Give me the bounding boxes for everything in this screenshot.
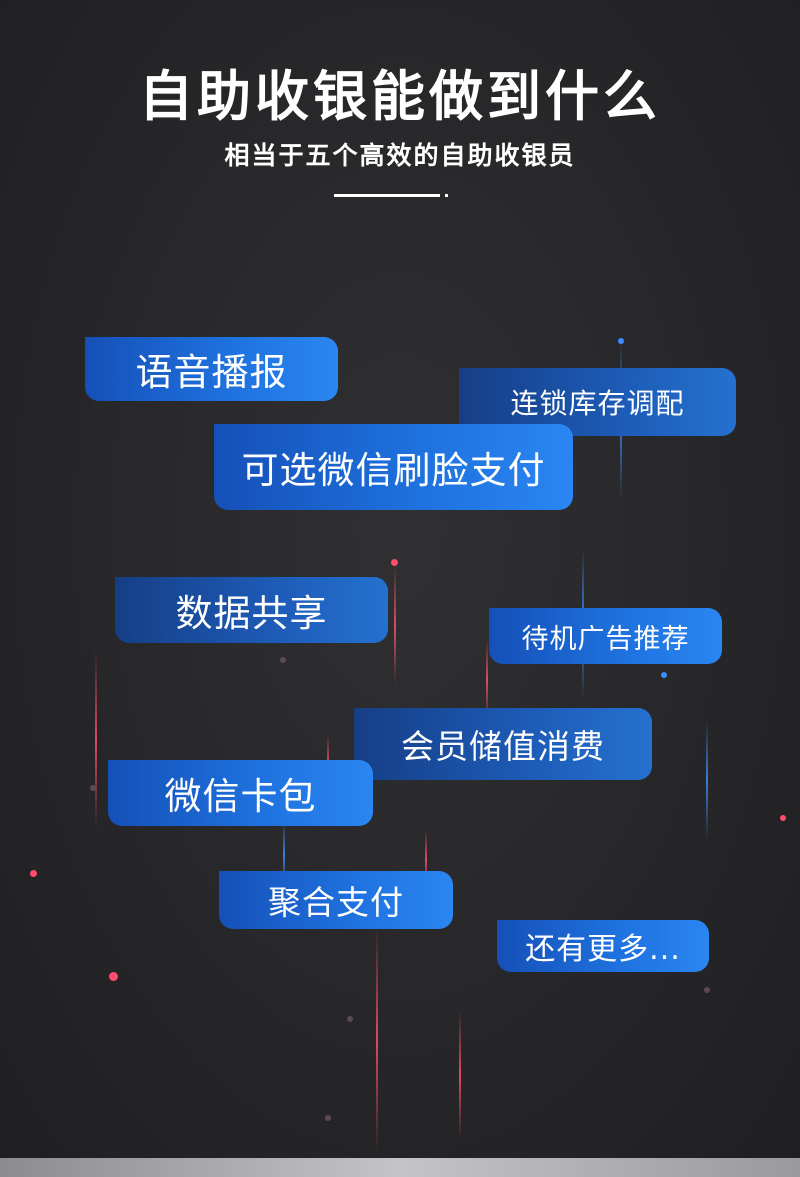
glow-dot <box>325 1115 331 1121</box>
title-divider-dot <box>445 194 448 197</box>
page-subtitle: 相当于五个高效的自助收银员 <box>224 141 576 170</box>
feature-standby-ads: 待机广告推荐 <box>489 608 722 664</box>
title-divider <box>334 194 440 197</box>
light-streak <box>95 650 97 830</box>
glow-dot <box>90 785 96 791</box>
feature-chain-inventory: 连锁库存调配 <box>459 368 736 436</box>
glow-dot <box>30 870 37 877</box>
light-streak <box>283 820 285 890</box>
glow-dot <box>280 657 286 663</box>
feature-wechat-card: 微信卡包 <box>108 760 373 826</box>
light-streak <box>425 830 427 890</box>
light-streak <box>486 640 488 720</box>
glow-dot <box>661 672 667 678</box>
feature-wechat-face-pay: 可选微信刷脸支付 <box>214 424 573 510</box>
feature-aggregate-payment: 聚合支付 <box>219 871 453 929</box>
glow-dot <box>109 972 118 981</box>
feature-data-sharing: 数据共享 <box>115 577 388 643</box>
light-streak <box>376 925 378 1155</box>
glow-dot <box>780 815 786 821</box>
light-streak <box>706 720 708 840</box>
glow-dot <box>704 987 710 993</box>
glow-dot <box>391 559 398 566</box>
light-streak <box>459 1010 461 1140</box>
feature-member-stored-value: 会员储值消费 <box>354 708 652 780</box>
light-streak <box>394 565 396 685</box>
page-title: 自助收银能做到什么 <box>139 65 661 128</box>
glow-dot <box>618 338 624 344</box>
feature-voice-broadcast: 语音播报 <box>85 337 338 401</box>
feature-more: 还有更多... <box>497 920 709 972</box>
bottom-band <box>0 1158 800 1177</box>
glow-dot <box>347 1016 353 1022</box>
